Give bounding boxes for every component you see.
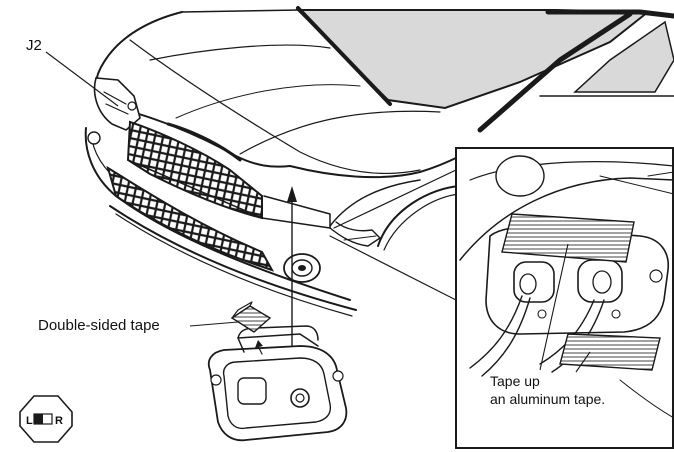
aluminum-tape-upper xyxy=(501,213,635,263)
double-sided-tape-piece xyxy=(230,301,272,333)
label-j2: J2 xyxy=(26,37,42,54)
label-aluminum-tape: an aluminum tape. xyxy=(490,391,605,407)
badge-right-label: R xyxy=(55,415,63,427)
fog-lamp-assembly xyxy=(207,325,348,442)
badge-left-label: L xyxy=(26,415,33,427)
fog-lamp-installed xyxy=(283,253,321,283)
install-arrow xyxy=(287,186,297,348)
detail-inset xyxy=(455,147,674,449)
badge-left-fill xyxy=(34,414,43,424)
side-window xyxy=(573,20,674,93)
tape-leader-line xyxy=(189,321,239,327)
lower-grille xyxy=(106,165,275,272)
left-right-badge: L R xyxy=(19,395,73,443)
j2-leader-line xyxy=(45,51,119,107)
car-front-view xyxy=(84,6,674,317)
label-tape-up: Tape up xyxy=(490,373,540,389)
windshield xyxy=(295,9,651,110)
headlamp xyxy=(93,77,141,131)
label-double-sided-tape: Double-sided tape xyxy=(38,317,160,334)
aluminum-tape-lower xyxy=(559,333,661,371)
